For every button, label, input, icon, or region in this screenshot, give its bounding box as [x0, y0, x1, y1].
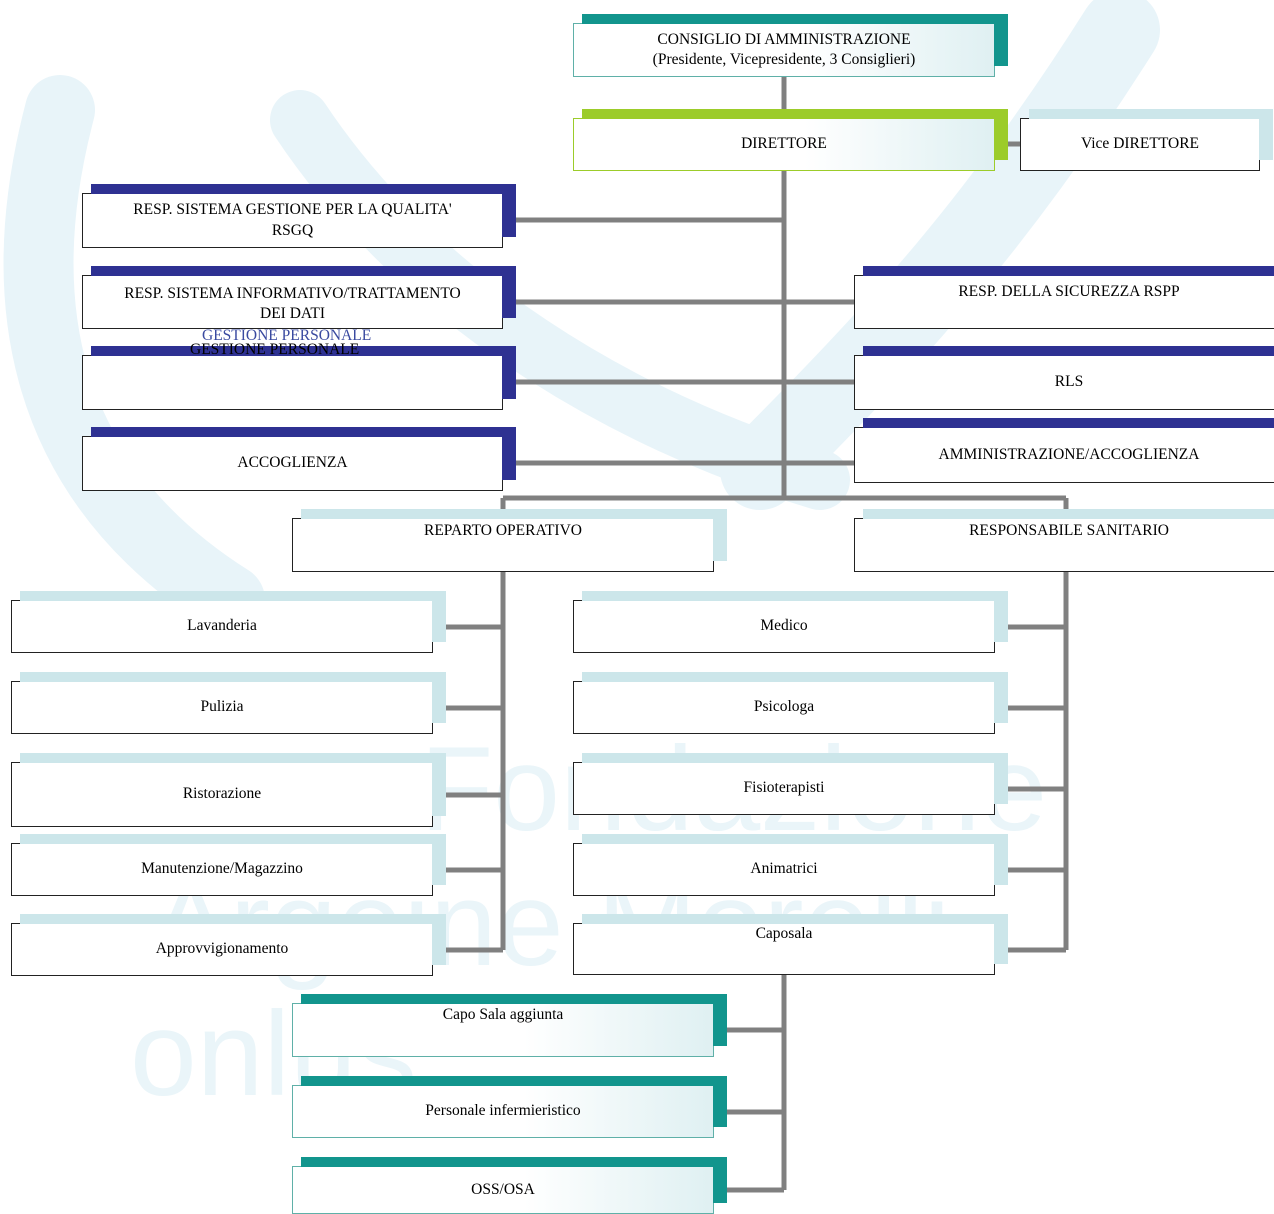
administration-box: AMMINISTRAZIONE/ACCOGLIENZA: [854, 418, 1274, 483]
health-unit-label: Caposala: [755, 925, 813, 942]
ops-unit-label: Ristorazione: [182, 785, 262, 803]
information-manager-box: RESP. SISTEMA INFORMATIVO/TRATTAMENTO DE…: [82, 266, 516, 329]
personnel-label-overlay: GESTIONE PERSONALE: [202, 327, 372, 344]
information-manager-label: RESP. SISTEMA INFORMATIVO/TRATTAMENTO DE…: [124, 285, 461, 323]
reception-label: ACCOGLIENZA: [237, 454, 348, 472]
nursing-unit-label: OSS/OSA: [471, 1180, 535, 1198]
health-unit-label: Animatrici: [750, 860, 818, 878]
vice-director-box: Vice DIRETTORE: [1020, 109, 1273, 171]
personnel-label: GESTIONE PERSONALE: [190, 341, 360, 358]
health-unit-head-nurse: Caposala: [573, 914, 1008, 975]
personnel-box: [82, 346, 516, 410]
quality-manager-label: RESP. SISTEMA GESTIONE PER LA QUALITA' R…: [133, 201, 452, 239]
health-unit-label: Medico: [760, 617, 808, 635]
safety-manager-label: RESP. DELLA SICUREZZA RSPP: [958, 283, 1180, 300]
ops-unit-maintenance: Manutenzione/Magazzino: [11, 834, 446, 896]
ops-unit-label: Lavanderia: [187, 617, 257, 635]
health-head-box: RESPONSABILE SANITARIO: [854, 509, 1274, 572]
health-unit-animators: Animatrici: [573, 834, 1008, 896]
operations-head-box: REPARTO OPERATIVO: [292, 509, 727, 572]
operations-head-label: REPARTO OPERATIVO: [424, 522, 582, 539]
rls-box: RLS: [854, 346, 1274, 410]
reception-box: ACCOGLIENZA: [82, 427, 516, 491]
administration-label: AMMINISTRAZIONE/ACCOGLIENZA: [938, 445, 1200, 463]
ops-unit-catering: Ristorazione: [11, 753, 446, 827]
safety-manager-box: RESP. DELLA SICUREZZA RSPP: [854, 266, 1274, 329]
quality-manager-box: RESP. SISTEMA GESTIONE PER LA QUALITA' R…: [82, 184, 516, 248]
nursing-unit-label: Capo Sala aggiunta: [442, 1006, 564, 1023]
health-unit-label: Fisioterapisti: [743, 779, 825, 797]
nursing-unit-oss: OSS/OSA: [292, 1157, 727, 1214]
director-box: DIRETTORE: [573, 109, 1008, 171]
health-unit-psychologist: Psicologa: [573, 672, 1008, 734]
ops-unit-laundry: Lavanderia: [11, 591, 446, 653]
nursing-unit-deputy-head: Capo Sala aggiunta: [292, 994, 727, 1057]
nursing-unit-nurses: Personale infermieristico: [292, 1076, 727, 1138]
health-unit-doctor: Medico: [573, 591, 1008, 653]
board-title: CONSIGLIO DI AMMINISTRAZIONE: [657, 31, 911, 48]
health-unit-label: Psicologa: [753, 698, 815, 716]
board-members: (Presidente, Vicepresidente, 3 Consiglie…: [652, 51, 916, 69]
ops-unit-procurement: Approvvigionamento: [11, 914, 446, 976]
ops-unit-cleaning: Pulizia: [11, 672, 446, 734]
ops-unit-label: Pulizia: [200, 698, 244, 716]
nursing-unit-label: Personale infermieristico: [425, 1102, 581, 1120]
health-unit-physiotherapists: Fisioterapisti: [573, 753, 1008, 815]
director-label: DIRETTORE: [741, 135, 827, 153]
health-head-label: RESPONSABILE SANITARIO: [969, 522, 1169, 539]
rls-label: RLS: [1054, 373, 1084, 391]
board-box: CONSIGLIO DI AMMINISTRAZIONE (Presidente…: [573, 14, 1008, 77]
ops-unit-label: Approvvigionamento: [155, 940, 289, 958]
ops-unit-label: Manutenzione/Magazzino: [141, 860, 303, 878]
vice-director-label: Vice DIRETTORE: [1080, 135, 1200, 153]
